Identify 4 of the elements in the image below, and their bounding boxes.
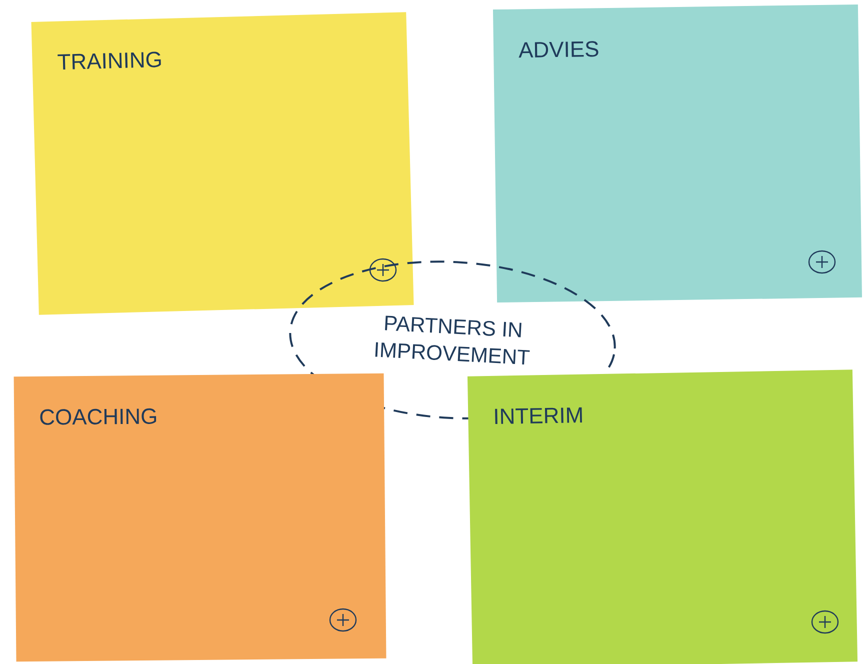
sticky-note: INTERIM: [467, 370, 858, 664]
sticky-note: COACHING: [14, 373, 386, 662]
sticky-note: TRAINING: [31, 12, 414, 315]
sticky-note: ADVIES: [492, 4, 862, 303]
